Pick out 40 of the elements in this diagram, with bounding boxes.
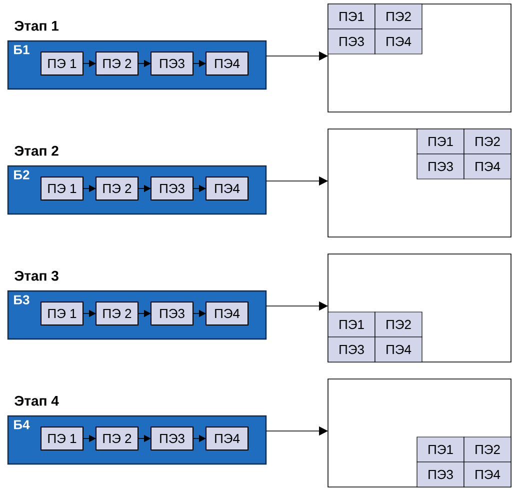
stage-heading: Этап 4 [14,396,59,406]
element-box: ПЭ 2 [96,302,138,326]
table-cell: ПЭ1 [328,4,376,30]
block-label: Б4 [14,420,30,430]
block-label: Б3 [14,295,30,304]
table-cell: ПЭ1 [416,128,464,154]
table-cell: ПЭ4 [464,462,512,488]
stage-heading: Этап 1 [14,20,59,31]
table-cell: ПЭ3 [328,28,376,54]
element-box: ПЭ4 [206,176,248,200]
table-cell: ПЭ3 [328,336,376,362]
stage-heading: Этап 3 [14,270,58,281]
element-box: ПЭ 1 [40,426,84,450]
table-cell: ПЭ2 [374,4,422,30]
element-box: ПЭ 1 [40,52,84,76]
block-label: Б2 [14,170,30,180]
element-box: ПЭ4 [206,302,248,326]
table-cell: ПЭ4 [464,154,512,180]
element-box: ПЭ4 [206,52,248,76]
table-cell: ПЭ3 [416,462,464,488]
element-box: ПЭ3 [150,426,194,450]
element-box: ПЭ3 [150,52,194,76]
table-cell: ПЭ1 [416,436,464,462]
element-box: ПЭ 1 [40,302,84,326]
table-cell: ПЭ1 [328,312,376,338]
element-box: ПЭ4 [206,426,248,450]
table-cell: ПЭ2 [374,312,422,338]
block-label: Б1 [14,45,30,54]
element-box: ПЭ3 [150,302,194,326]
element-box: ПЭ 2 [96,52,138,76]
stage-heading: Этап 2 [14,146,58,156]
element-box: ПЭ3 [150,176,194,200]
table-cell: ПЭ4 [374,28,422,54]
element-box: ПЭ 2 [96,426,138,450]
table-cell: ПЭ2 [464,436,512,462]
element-box: ПЭ 1 [40,176,84,200]
table-cell: ПЭ4 [374,336,422,362]
element-box: ПЭ 2 [96,176,138,200]
table-cell: ПЭ2 [464,128,512,154]
table-cell: ПЭ3 [416,154,464,180]
